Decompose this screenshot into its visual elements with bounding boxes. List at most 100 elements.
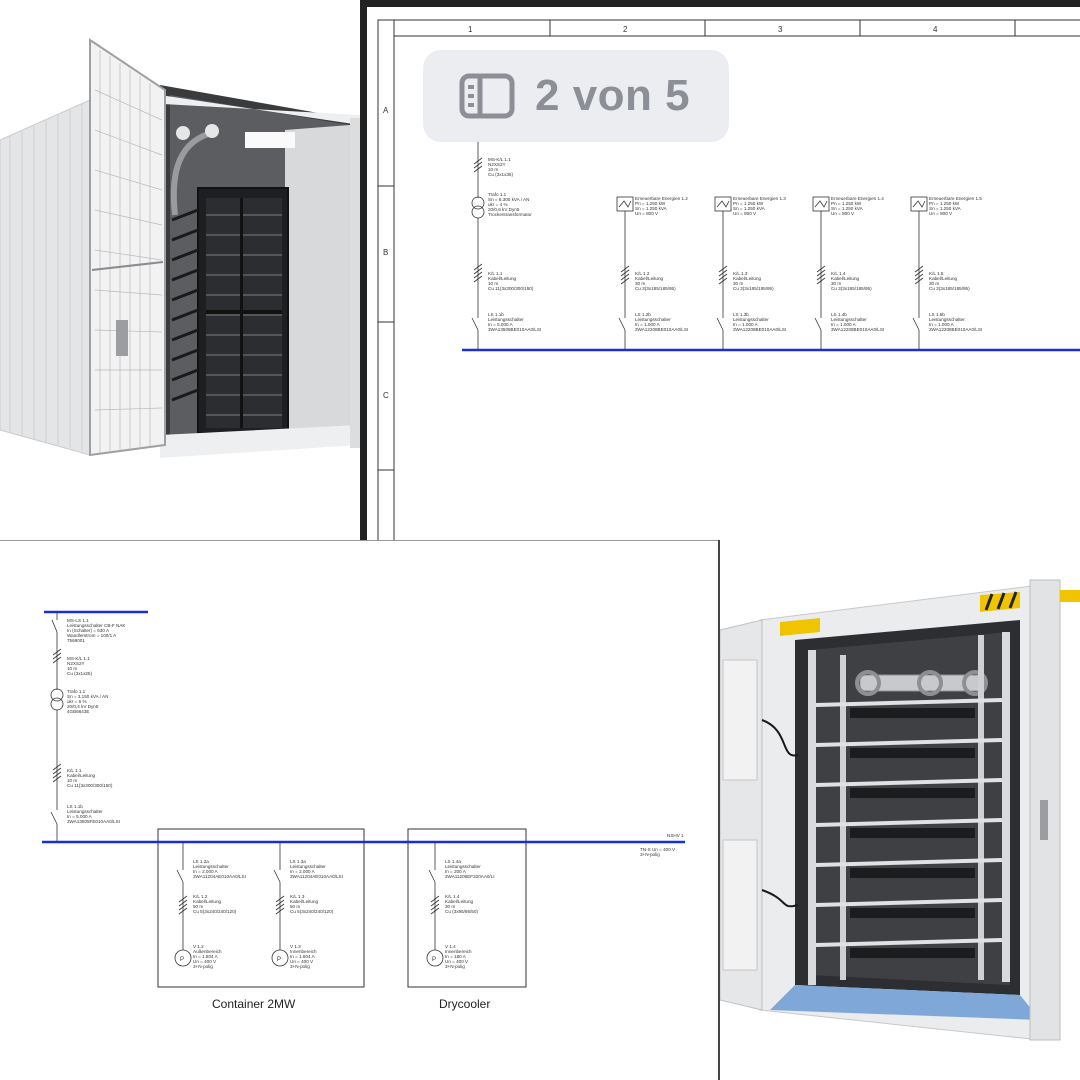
- branch-label-kl: 30 m: [445, 904, 455, 909]
- feeder-label-kl: K/L 1.5: [929, 271, 944, 276]
- feeder-label-kl: 30 m: [929, 281, 939, 286]
- schematic-page-bottom: MS-LS 1.1 Leistungsschalter CB-F NAK In …: [0, 540, 720, 1080]
- consumer-symbol: [271, 949, 289, 967]
- ee-wave-icon: [618, 200, 632, 208]
- branch-label-v: In = 180 A: [445, 954, 467, 959]
- branch-label-v: 3+N-polig: [193, 964, 213, 969]
- branch-label-ls: 3WA11204AE010AA0/LSI: [193, 874, 246, 879]
- bus-info-2: 3+N-polig: [640, 852, 660, 857]
- branch-label-ls: Leistungsschalter: [193, 864, 229, 869]
- grid-row-a: A: [383, 106, 389, 115]
- feeder-label-kl: Cu 3(3x185/185/95): [635, 286, 676, 291]
- grid-row-c: C: [383, 391, 389, 400]
- generator-symbol: [910, 196, 928, 212]
- feeder-label-ee: Un = 800 V: [929, 211, 953, 216]
- branch-label-kl: Cu (3x95/95/50): [445, 909, 478, 914]
- feeder-group-top: Erneuerbare Energien 1.2Pn = 1.250 kWSn …: [616, 196, 982, 350]
- feeder-label-ee: Erneuerbare Energien 1.5: [929, 196, 982, 201]
- page-indicator-text: 2 von 5: [535, 71, 691, 120]
- svg-text:Cu (3x1x35): Cu (3x1x35): [488, 172, 513, 177]
- feeder-label-ls: In = 1.000 A: [733, 322, 759, 327]
- feeder-label-ls: In = 1.000 A: [929, 322, 955, 327]
- svg-text:3WA13505FE010AA0/LSI: 3WA13505FE010AA0/LSI: [67, 819, 120, 824]
- branch-label-ls: In = 2.000 A: [290, 869, 316, 874]
- svg-text:ukr = 4 %: ukr = 4 %: [488, 202, 508, 207]
- feeder-label-ls: LS 1.3b: [733, 312, 749, 317]
- feeder-label-ee: Un = 800 V: [733, 211, 757, 216]
- feeder-label-ee: Erneuerbare Energien 1.2: [635, 196, 688, 201]
- branch-label-ls: In = 200 A: [445, 869, 467, 874]
- svg-text:N2XS2Y: N2XS2Y: [488, 162, 506, 167]
- svg-text:Cu 11(3x300/300/150): Cu 11(3x300/300/150): [488, 286, 534, 291]
- main-feed-labels: MS-K/L 1.1 N2XS2Y 10 m Cu (3x1x35) Trafo…: [488, 157, 541, 332]
- svg-text:In = 5.000 A: In = 5.000 A: [67, 814, 93, 819]
- branch-label-kl: K/L 1.2: [193, 894, 208, 899]
- single-line-diagram-top: 1 2 3 4 A B C MS-K/L 1.1 N2XS2Y 10 m Cu …: [360, 0, 1080, 540]
- branch-label-kl: 50 m: [193, 904, 203, 909]
- feeder-label-ee: Un = 800 V: [635, 211, 659, 216]
- branch-label-ls: 3WA11204AE010AA0/LSI: [290, 874, 343, 879]
- svg-text:Trafo 1.1: Trafo 1.1: [67, 689, 86, 694]
- svg-text:Leistungsschalter: Leistungsschalter: [488, 317, 524, 322]
- branch-label-kl: Kabel/Leitung: [445, 899, 474, 904]
- branch-label-v: Innenbereich: [290, 949, 317, 954]
- feeder-4: Erneuerbare Energien 1.4Pn = 1.250 kWSn …: [812, 196, 884, 350]
- svg-text:Sn = 3.150 kVA / AN: Sn = 3.150 kVA / AN: [67, 694, 108, 699]
- svg-text:MS-K/L 1.1: MS-K/L 1.1: [488, 157, 511, 162]
- svg-text:MS-K/L 1.1: MS-K/L 1.1: [67, 656, 90, 661]
- bus-name: NSHV 1: [667, 833, 684, 838]
- feeder-label-ee: Sn = 1.250 kVA: [929, 206, 962, 211]
- branch-label-v: 3+N-polig: [290, 964, 310, 969]
- feeder-label-ls: Leistungsschalter: [929, 317, 965, 322]
- feeder-label-ls: 3WA12208BE010AA0/LSI: [929, 327, 982, 332]
- svg-text:20/0,4 kV Dyn5: 20/0,4 kV Dyn5: [67, 704, 99, 709]
- container-rack-illustration: [0, 38, 360, 458]
- branch-label-ls: LS 1.2a: [193, 859, 209, 864]
- branch-label-v: 3+N-polig: [445, 964, 465, 969]
- box-label-container: Container 2MW: [212, 997, 296, 1011]
- feeder-label-kl: Kabel/Leitung: [929, 276, 958, 281]
- single-line-diagram-bottom: MS-LS 1.1 Leistungsschalter CB-F NAK In …: [0, 540, 720, 1080]
- ee-wave-icon: [716, 200, 730, 208]
- svg-text:Kabel/Leitung: Kabel/Leitung: [488, 276, 517, 281]
- feeder-label-kl: Cu 3(3x185/185/95): [733, 286, 774, 291]
- feeder-label-kl: 30 m: [831, 281, 841, 286]
- consumer-p-label: P: [277, 957, 281, 963]
- branch-label-v: V 1.3: [290, 944, 301, 949]
- feeder-label-ee: Pn = 1.250 kW: [929, 201, 960, 206]
- consumer-symbol: [174, 949, 192, 967]
- branch-label-v: In = 1.804 A: [193, 954, 219, 959]
- generator-symbol: [714, 196, 732, 212]
- branch-label-ls: LS 1.3a: [290, 859, 306, 864]
- branch-label-kl: 50 m: [290, 904, 300, 909]
- container-2mw-box: [157, 828, 365, 988]
- feeder-label-ls: Leistungsschalter: [733, 317, 769, 322]
- feed-labels-bottom: MS-LS 1.1 Leistungsschalter CB-F NAK In …: [67, 618, 126, 824]
- svg-text:3WA13508BE010AA0/LSI: 3WA13508BE010AA0/LSI: [488, 327, 541, 332]
- svg-text:MS-LS 1.1: MS-LS 1.1: [67, 618, 89, 623]
- page-indicator-badge[interactable]: 2 von 5: [423, 50, 729, 142]
- svg-text:4GB6643E: 4GB6643E: [67, 709, 89, 714]
- branch-label-ls: 3WA11206EF320AA0/LI: [445, 874, 495, 879]
- branch-label-v: Innenbereich: [445, 949, 472, 954]
- branch-label-v: Un = 400 V: [290, 959, 314, 964]
- grid-col-1: 1: [468, 25, 473, 34]
- feeder-label-ls: In = 1.000 A: [635, 322, 661, 327]
- svg-text:ukr = 6 %: ukr = 6 %: [67, 699, 87, 704]
- grid-col-2: 2: [623, 25, 628, 34]
- generator-symbol: [812, 196, 830, 212]
- svg-text:10 m: 10 m: [67, 778, 77, 783]
- container-photo-cooling: [720, 540, 1080, 1080]
- feeder-label-ee: Sn = 1.250 kVA: [831, 206, 864, 211]
- svg-text:20/0,6 kV Dyn5: 20/0,6 kV Dyn5: [488, 207, 520, 212]
- feeder-label-kl: Kabel/Leitung: [831, 276, 860, 281]
- feeder-label-kl: K/L 1.2: [635, 271, 650, 276]
- branch-label-v: Außenbereich: [193, 949, 222, 954]
- feeder-5: Erneuerbare Energien 1.5Pn = 1.250 kWSn …: [910, 196, 982, 350]
- feeder-label-ls: 3WA12208BE010AA0/LSI: [733, 327, 786, 332]
- svg-text:Wandlerstrom = 100/1 A: Wandlerstrom = 100/1 A: [67, 633, 117, 638]
